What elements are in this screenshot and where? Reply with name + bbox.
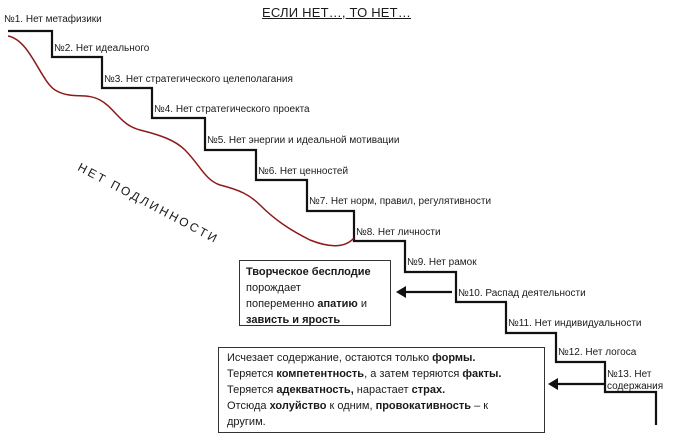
box2-bold: факты. — [462, 368, 502, 380]
info-box-creative-sterility: Творческое бесплодие порождает поперемен… — [239, 260, 391, 326]
step-label-10: №10. Распад деятельности — [458, 288, 586, 299]
box1-line-4: зависть и ярость — [246, 312, 384, 328]
arrow-to-box1 — [396, 286, 452, 298]
box2-line-3: Теряется адекватность, нарастает страх. — [227, 382, 536, 398]
step-label-12: №12. Нет логоса — [558, 347, 637, 358]
box2-bold: адекватность, — [276, 384, 354, 396]
box2-bold: провокативность — [375, 400, 472, 412]
info-box-content-loss: Исчезает содержание, остаются только фор… — [218, 347, 545, 433]
box1-line-1: Творческое бесплодие — [246, 264, 384, 280]
box1-line-3: попеременно апатию и — [246, 296, 384, 312]
step-label-4: №4. Нет стратегического проекта — [154, 104, 310, 115]
box2-text: нарастает — [353, 384, 412, 396]
staircase-line — [8, 29, 658, 425]
box2-text: Теряется — [227, 368, 277, 380]
box2-text: Отсюда — [227, 400, 270, 412]
step-label-8: №8. Нет личности — [356, 227, 441, 238]
box2-text: Исчезает содержание, остаются только — [227, 352, 433, 364]
step-label-1: №1. Нет метафизики — [4, 14, 102, 25]
box2-bold: страх. — [411, 384, 446, 396]
box2-text: , а затем теряются — [364, 368, 463, 380]
box1-text: попеременно — [246, 298, 318, 310]
box2-bold: формы. — [432, 352, 476, 364]
box2-line-5: другим. — [227, 416, 266, 428]
authenticity-curve — [7, 35, 355, 247]
step-label-5: №5. Нет энергии и идеальной мотивации — [207, 135, 400, 146]
box1-bold: апатию — [317, 298, 358, 310]
box2-line-1: Исчезает содержание, остаются только фор… — [227, 350, 536, 366]
box1-line-2: порождает — [246, 282, 301, 294]
diagram-title: ЕСЛИ НЕТ…, ТО НЕТ… — [262, 5, 412, 20]
box2-text: Теряется — [227, 384, 277, 396]
box2-bold: холуйство — [269, 400, 327, 412]
arrow-to-box2 — [548, 378, 604, 390]
step-label-7: №7. Нет норм, правил, регулятивности — [309, 196, 492, 207]
step-label-9: №9. Нет рамок — [407, 257, 477, 268]
box2-text: к одним, — [326, 400, 376, 412]
step-label-3: №3. Нет стратегического целеполагания — [104, 74, 293, 85]
box1-heading: Творческое бесплодие — [246, 266, 371, 278]
step-label-6: №6. Нет ценностей — [258, 166, 349, 177]
box2-line-4: Отсюда холуйство к одним, провокативност… — [227, 398, 536, 414]
box2-line-2: Теряется компетентность, а затем теряютс… — [227, 366, 536, 382]
box1-text: и — [357, 298, 368, 310]
step-label-2: №2. Нет идеального — [54, 43, 150, 54]
step-label-11: №11. Нет индивидуальности — [508, 318, 642, 329]
box2-text: – к — [471, 400, 489, 412]
step-label-13: №13. Нет содержания — [607, 369, 664, 392]
box2-bold: компетентность — [276, 368, 365, 380]
box1-bold: зависть и ярость — [246, 314, 341, 326]
